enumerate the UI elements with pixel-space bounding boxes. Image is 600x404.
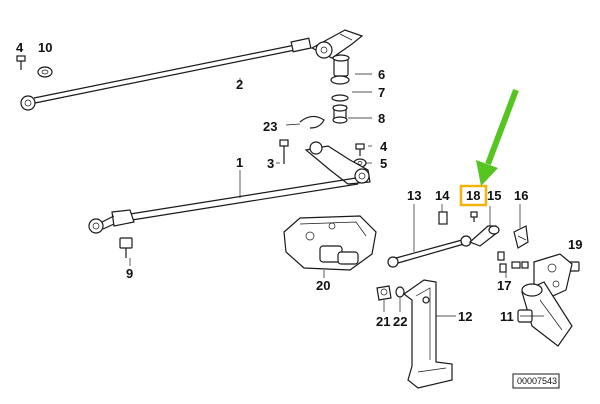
lever-arm-15 [468,225,500,247]
mounting-bracket-12 [402,279,453,389]
callout-21: 21 [376,314,390,329]
nut-21 [376,285,392,301]
wiper-motor-11 [517,253,573,347]
callout-3: 3 [267,156,274,171]
reference-number-box [512,373,560,389]
callout-15: 15 [487,188,501,203]
callout-7: 7 [378,85,385,100]
washer-22 [395,286,405,298]
screw-4-right [355,143,365,156]
callout-17: 17 [497,278,511,293]
bolt-3 [279,139,289,164]
clip-14 [438,211,448,225]
callout-6: 6 [378,67,385,82]
pin-18 [470,211,478,222]
callout-5: 5 [380,156,387,171]
connecting-rod-13 [387,235,472,268]
callout-22: 22 [393,314,407,329]
pivot-bushing-stack [330,54,350,124]
callout-10: 10 [38,40,52,55]
callout-4-right: 4 [380,139,388,154]
callout-12: 12 [458,309,472,324]
callout-11: 11 [500,309,514,324]
callout-19: 19 [568,237,582,252]
crank-lever-top [310,29,364,59]
spring-clip-23 [299,115,325,129]
bolt-9 [119,237,133,258]
callout-23: 23 [263,119,277,134]
callout-4-top-left: 4 [16,40,24,55]
callout-1: 1 [236,155,243,170]
linkage-rod-upper [20,37,312,111]
linkage-rod-lower [88,141,371,234]
callout-9: 9 [126,266,133,281]
callout-18: 18 [466,188,480,203]
callout-2: 2 [236,77,243,92]
highlight-box-18 [459,184,488,207]
callout-20: 20 [316,278,330,293]
bracket-16 [513,225,529,249]
callout-16: 16 [514,188,528,203]
reference-number: 00007543 [517,376,557,386]
leader-lines [129,73,544,317]
pointer-arrow-icon [476,88,519,186]
wiper-motor-20 [283,215,377,271]
grommets-17 [497,251,529,273]
callout-13: 13 [407,188,421,203]
callout-8: 8 [378,111,385,126]
washer-10 [37,66,53,78]
callout-14: 14 [435,188,450,203]
screw-4-top-left [16,55,26,70]
